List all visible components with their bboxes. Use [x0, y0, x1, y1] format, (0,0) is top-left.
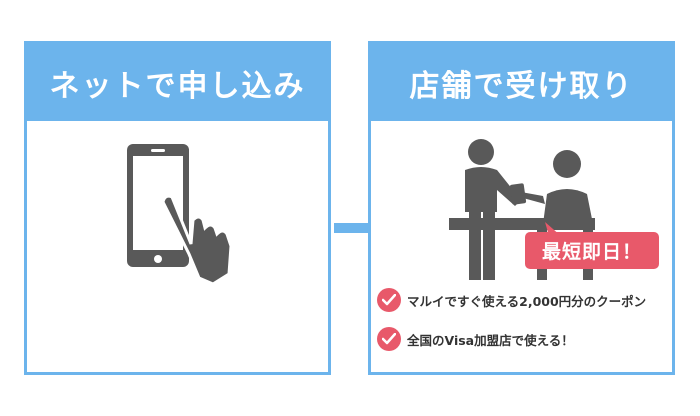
checkmark-icon	[377, 288, 401, 312]
feature-text-visa: 全国のVisa加盟店で使える！	[407, 332, 574, 348]
step-panel-apply-online: ネットで申し込み	[24, 41, 331, 375]
smartphone-tap-icon	[127, 144, 233, 286]
step-title-apply-online: ネットで申し込み	[27, 44, 328, 121]
feature-text-coupon: マルイですぐ使える2,000円分のクーポン	[407, 293, 647, 309]
step-panel-pickup-in-store: 店舗で受け取り	[368, 41, 675, 375]
same-day-badge: 最短即日！	[525, 232, 659, 269]
checkmark-icon	[377, 327, 401, 351]
feature-item-visa: 全国のVisa加盟店で使える！	[377, 327, 574, 351]
feature-item-coupon: マルイですぐ使える2,000円分のクーポン	[377, 288, 646, 312]
step-title-pickup-in-store: 店舗で受け取り	[371, 44, 672, 121]
